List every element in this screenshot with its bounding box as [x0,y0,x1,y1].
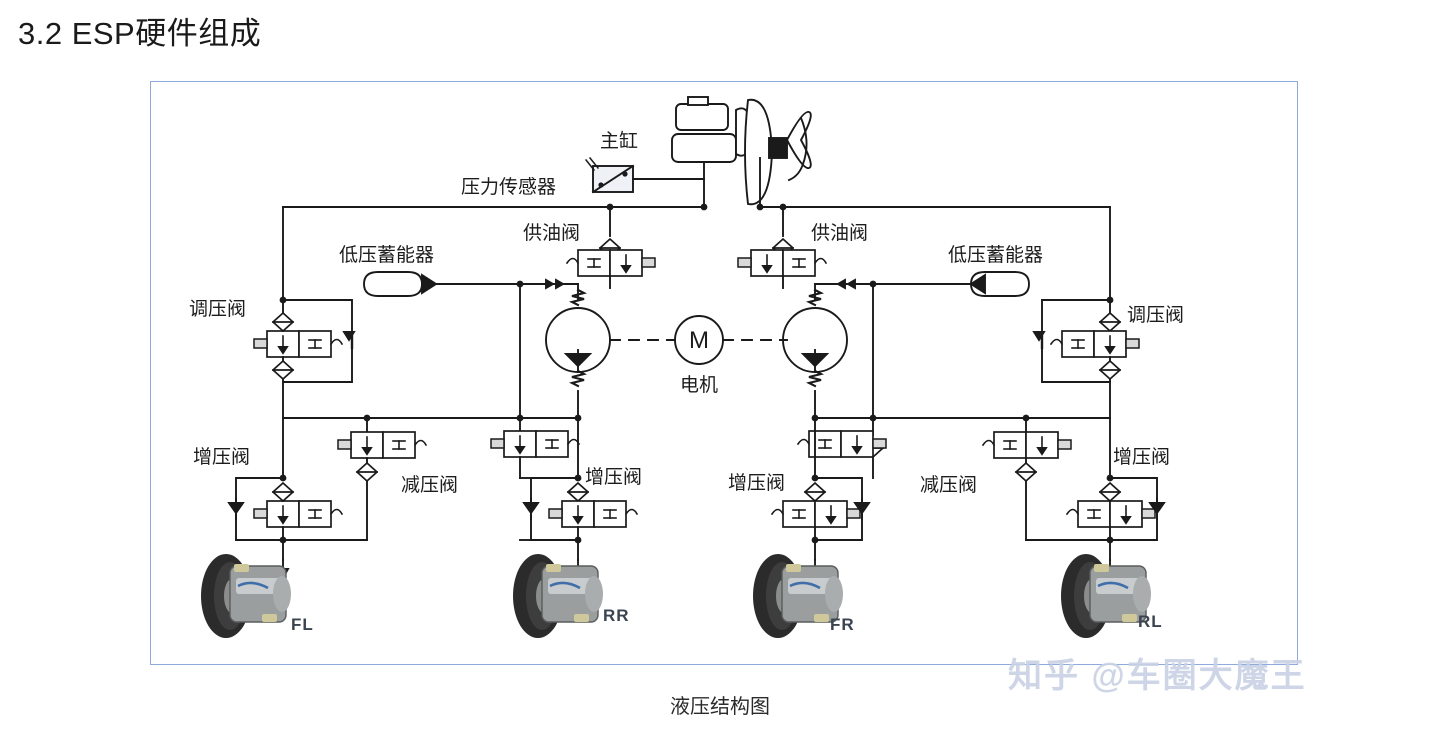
label-inlet-valve-4: 增压阀 [1113,447,1171,468]
pump-right-symbol [782,288,848,419]
diagram-caption: 液压结构图 [670,696,770,718]
label-motor: 电机 [680,375,719,396]
watermark: 知乎 @车圈大魔王 [1008,657,1307,695]
label-outlet-valve-right: 减压阀 [920,475,978,496]
outlet-valve-left-symbol [235,431,427,541]
label-accumulator-left: 低压蓄能器 [339,245,435,266]
label-regulator-valve-right: 调压阀 [1127,305,1185,326]
supply-valve-left-symbol [566,238,656,289]
label-accumulator-right: 低压蓄能器 [948,245,1044,266]
wheel-label-FL: FL [291,615,314,634]
wheel-label-RR: RR [603,606,630,625]
wheel-brake-assemblies [201,554,1151,638]
inlet-valve-RR-symbol [490,417,638,561]
label-master-cylinder: 主缸 [600,131,639,152]
accumulator-right-symbol [872,271,1030,297]
inlet-valve-FL-symbol [228,417,343,561]
label-inlet-valve-1: 增压阀 [193,447,251,468]
motor-symbol [609,315,788,365]
motor-symbol-letter: M [689,327,709,354]
pressure-sensor-symbol [584,156,635,194]
supply-valve-right-symbol [737,238,827,289]
wheel-brake-FL [201,554,291,638]
label-supply-valve-right: 供油阀 [811,223,869,244]
label-outlet-valve-left: 减压阀 [401,475,459,496]
regulator-valve-left-symbol [253,296,356,419]
label-supply-valve-left: 供油阀 [523,223,581,244]
label-pressure-sensor: 压力传感器 [461,177,557,198]
wheel-brake-FR [753,554,843,638]
accumulator-left-symbol [363,271,521,297]
label-regulator-valve-left: 调压阀 [189,299,247,320]
label-inlet-valve-2: 增压阀 [585,467,643,488]
page-title: 3.2 ESP硬件组成 [18,16,262,51]
outlet-valve-right-symbol [982,431,1072,541]
wheel-label-FR: FR [830,615,855,634]
inlet-valve-FR-symbol [771,417,887,561]
wheel-brake-RR [513,554,603,638]
pump-left-symbol [545,288,611,419]
wheel-brake-RL [1061,554,1151,638]
label-inlet-valve-3: 增压阀 [728,473,786,494]
master-cylinder-assembly [671,96,812,206]
wheel-label-RL: RL [1138,612,1163,631]
regulator-valve-right-symbol [1032,296,1140,419]
inlet-valve-RL-symbol [1025,417,1165,561]
